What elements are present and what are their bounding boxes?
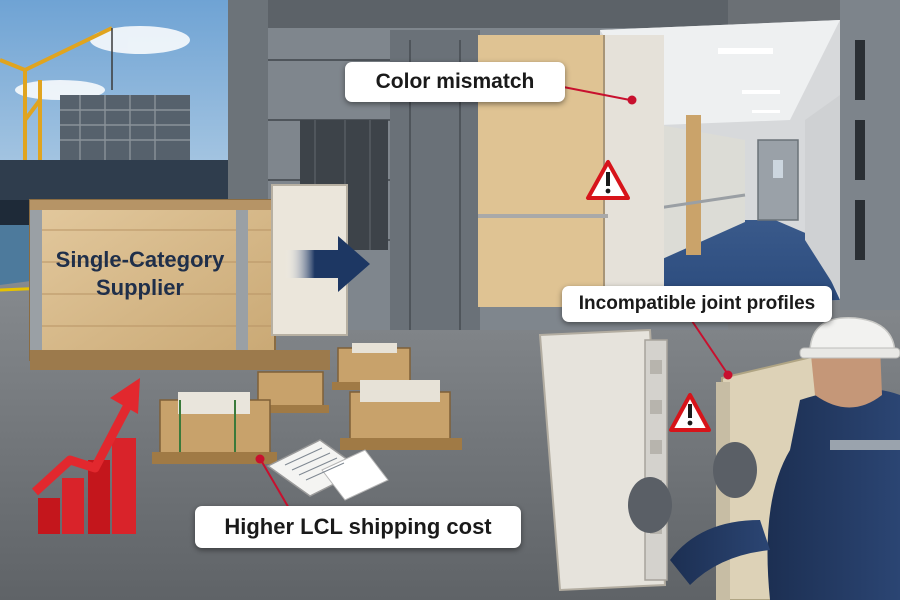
glove	[628, 442, 757, 533]
small-pallets	[152, 343, 462, 464]
callout-dots	[255, 95, 733, 464]
warning-icon	[669, 393, 711, 432]
crate-label-line1: Single-Category	[55, 247, 225, 272]
arrow-right-icon	[285, 236, 370, 292]
hull-ribs	[840, 0, 900, 310]
callout-shipping-cost: Higher LCL shipping cost	[195, 506, 521, 548]
callout-color-mismatch: Color mismatch	[345, 62, 565, 102]
crate-icon	[29, 199, 330, 370]
door-window	[773, 160, 783, 178]
crate-label-line2: Supplier	[95, 275, 184, 301]
corridor-end-door	[757, 139, 799, 221]
warning-icon	[586, 160, 630, 200]
crate-label: Single-Category Supplier	[40, 246, 240, 302]
hard-hat-icon	[799, 317, 900, 359]
clipboard-icon	[266, 439, 389, 501]
wood-door-panel	[686, 115, 701, 255]
callout-joint-profiles: Incompatible joint profiles	[562, 286, 832, 322]
worker	[628, 317, 900, 600]
trend-up-icon	[31, 378, 140, 534]
